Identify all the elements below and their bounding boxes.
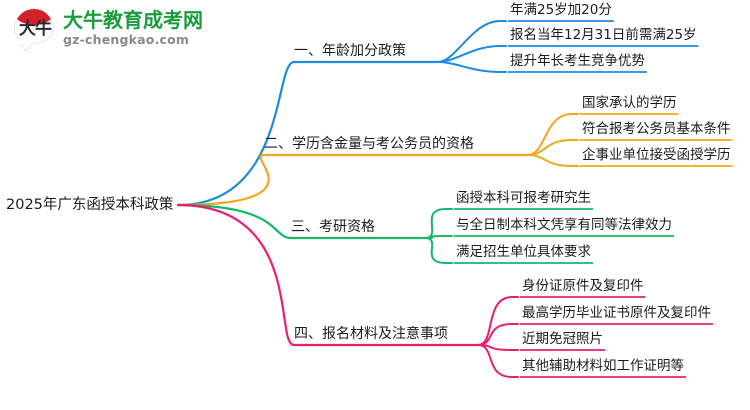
mindmap-branch-4-child-1[interactable]: 身份证原件及复印件 (522, 278, 644, 294)
site-name: 大牛教育成考网 (63, 7, 203, 32)
mindmap-branch-4-label[interactable]: 四、报名材料及注意事项 (294, 326, 448, 342)
mindmap-branch-3-child-3[interactable]: 满足招生单位具体要求 (456, 244, 591, 260)
bubble-red-dot (39, 13, 47, 22)
connector-curve (176, 153, 530, 207)
logo-mark-label: 大牛 (19, 19, 52, 39)
speech-bubble-shape: 大牛 (14, 8, 54, 44)
mindmap-branch-1-child-2[interactable]: 报名当年12月31日前需满25岁 (510, 27, 697, 43)
connector-curve (176, 203, 427, 240)
connector-curve (477, 296, 519, 346)
connector-curve (437, 20, 507, 63)
connector-curve (527, 154, 579, 167)
mindmap-branch-4-child-4[interactable]: 其他辅助材料如工作证明等 (522, 358, 684, 374)
site-logo: 大牛 大牛教育成考网 gz-chengkao.com (14, 8, 203, 52)
mindmap-branch-2-child-2[interactable]: 符合报考公务员基本条件 (582, 121, 731, 137)
connector-curve (176, 60, 440, 207)
logo-text-group: 大牛教育成考网 gz-chengkao.com (63, 10, 203, 47)
mindmap-branch-3-label[interactable]: 三、考研资格 (291, 219, 375, 235)
connector-curve (437, 45, 507, 63)
mindmap-root-node[interactable]: 2025年广东函授本科政策 (6, 197, 174, 213)
mindmap-branch-1-child-3[interactable]: 提升年长考生竞争优势 (510, 53, 645, 69)
connector-curve (424, 237, 453, 264)
mindmap-branch-4-child-2[interactable]: 最高学历毕业证书原件及复印件 (522, 305, 711, 321)
connector-curve (424, 208, 453, 239)
mindmap-branch-3-child-2[interactable]: 与全日制本科文凭享有同等法律效力 (456, 217, 672, 233)
site-url: gz-chengkao.com (63, 31, 190, 47)
mindmap-branch-4-child-3[interactable]: 近期免冠照片 (522, 331, 603, 347)
connector-curve (437, 61, 507, 73)
connector-curve (176, 203, 480, 347)
mindmap-branch-1-child-1[interactable]: 年满25岁加20分 (510, 2, 612, 18)
mindmap-branch-3-child-1[interactable]: 函授本科可报考研究生 (456, 190, 591, 206)
mindmap-branch-2-label[interactable]: 二、学历含金量与考公务员的资格 (264, 136, 474, 152)
connector-curve (477, 344, 519, 378)
mindmap-branch-2-child-3[interactable]: 企事业单位接受函授学历 (582, 147, 731, 163)
mindmap-branch-1-label[interactable]: 一、年龄加分政策 (294, 43, 406, 59)
logo-bubble-icon: 大牛 (14, 8, 56, 52)
mindmap-branch-2-child-1[interactable]: 国家承认的学历 (582, 95, 677, 111)
connector-curve (527, 113, 579, 156)
